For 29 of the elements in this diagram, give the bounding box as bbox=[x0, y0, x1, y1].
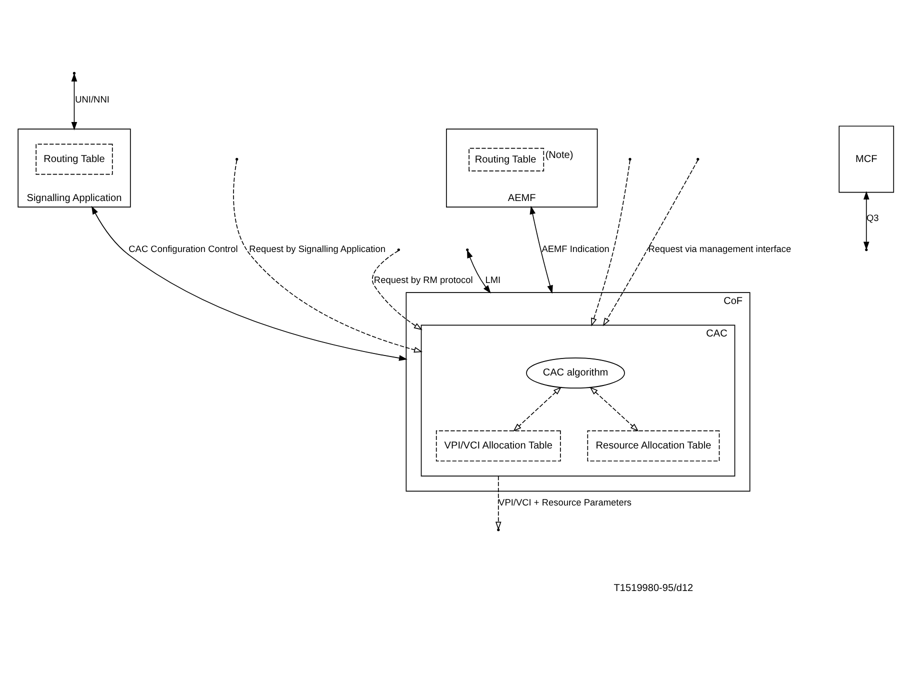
node-box: Resource Allocation Table bbox=[587, 430, 720, 461]
arrow bbox=[495, 475, 502, 530]
node-ellipse: CAC algorithm bbox=[526, 357, 625, 388]
arrow bbox=[372, 250, 422, 330]
arrow bbox=[591, 159, 630, 326]
edge-label: LMI bbox=[485, 274, 501, 285]
arrow bbox=[513, 386, 562, 432]
arrow bbox=[530, 205, 553, 294]
edge-label: AEMF Indication bbox=[542, 244, 610, 254]
edge-label: UNI/NNI bbox=[75, 94, 110, 104]
node-label: (Note) bbox=[545, 150, 574, 161]
node-box: Routing Table bbox=[36, 143, 113, 174]
arrow bbox=[467, 249, 491, 294]
edge-label: VPI/VCI + Resource Parameters bbox=[498, 496, 632, 507]
node-box: VPI/VCI Allocation Table bbox=[436, 430, 561, 461]
edge-label: Request by Signalling Application bbox=[249, 244, 386, 254]
arrow bbox=[602, 159, 698, 326]
edge-label: Q3 bbox=[866, 212, 879, 223]
arrow bbox=[590, 386, 639, 432]
node-box: Routing Table bbox=[468, 147, 544, 171]
edge-label: Request via management interface bbox=[648, 244, 792, 254]
arrow bbox=[863, 190, 870, 250]
arrow bbox=[91, 205, 408, 360]
label: T1519980-95/d12 bbox=[614, 582, 694, 594]
arrow bbox=[233, 159, 422, 352]
arrow bbox=[71, 72, 78, 130]
edge-label: Request by RM protocol bbox=[374, 274, 473, 285]
edge-label: CAC Configuration Control bbox=[128, 244, 238, 254]
node-box: MCF bbox=[838, 125, 894, 192]
